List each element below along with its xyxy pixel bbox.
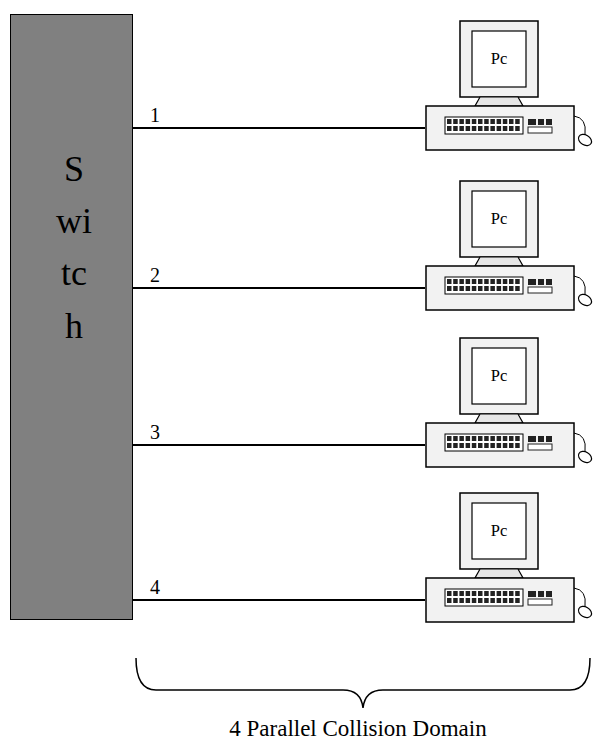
port-number: 1 — [150, 105, 160, 125]
curly-brace — [136, 658, 590, 708]
switch-box: Switch — [10, 14, 133, 620]
pc-node: Pc — [425, 180, 595, 312]
network-cable — [133, 444, 425, 446]
port-number: 4 — [150, 577, 160, 597]
pc-illustration — [425, 180, 595, 312]
pc-illustration — [425, 492, 595, 624]
pc-node: Pc — [425, 20, 595, 152]
pc-node: Pc — [425, 337, 595, 469]
screen-label: Pc — [472, 31, 526, 87]
network-cable — [133, 599, 425, 601]
pc-node: Pc — [425, 492, 595, 624]
network-cable — [133, 287, 425, 289]
screen-label: Pc — [472, 503, 526, 559]
network-cable — [133, 127, 425, 129]
port-number: 2 — [150, 265, 160, 285]
pc-illustration — [425, 20, 595, 152]
caption: 4 Parallel Collision Domain — [120, 716, 596, 741]
screen-label: Pc — [472, 348, 526, 404]
port-number: 3 — [150, 422, 160, 442]
screen-label: Pc — [472, 191, 526, 247]
switch-label: Switch — [56, 143, 92, 352]
pc-illustration — [425, 337, 595, 469]
